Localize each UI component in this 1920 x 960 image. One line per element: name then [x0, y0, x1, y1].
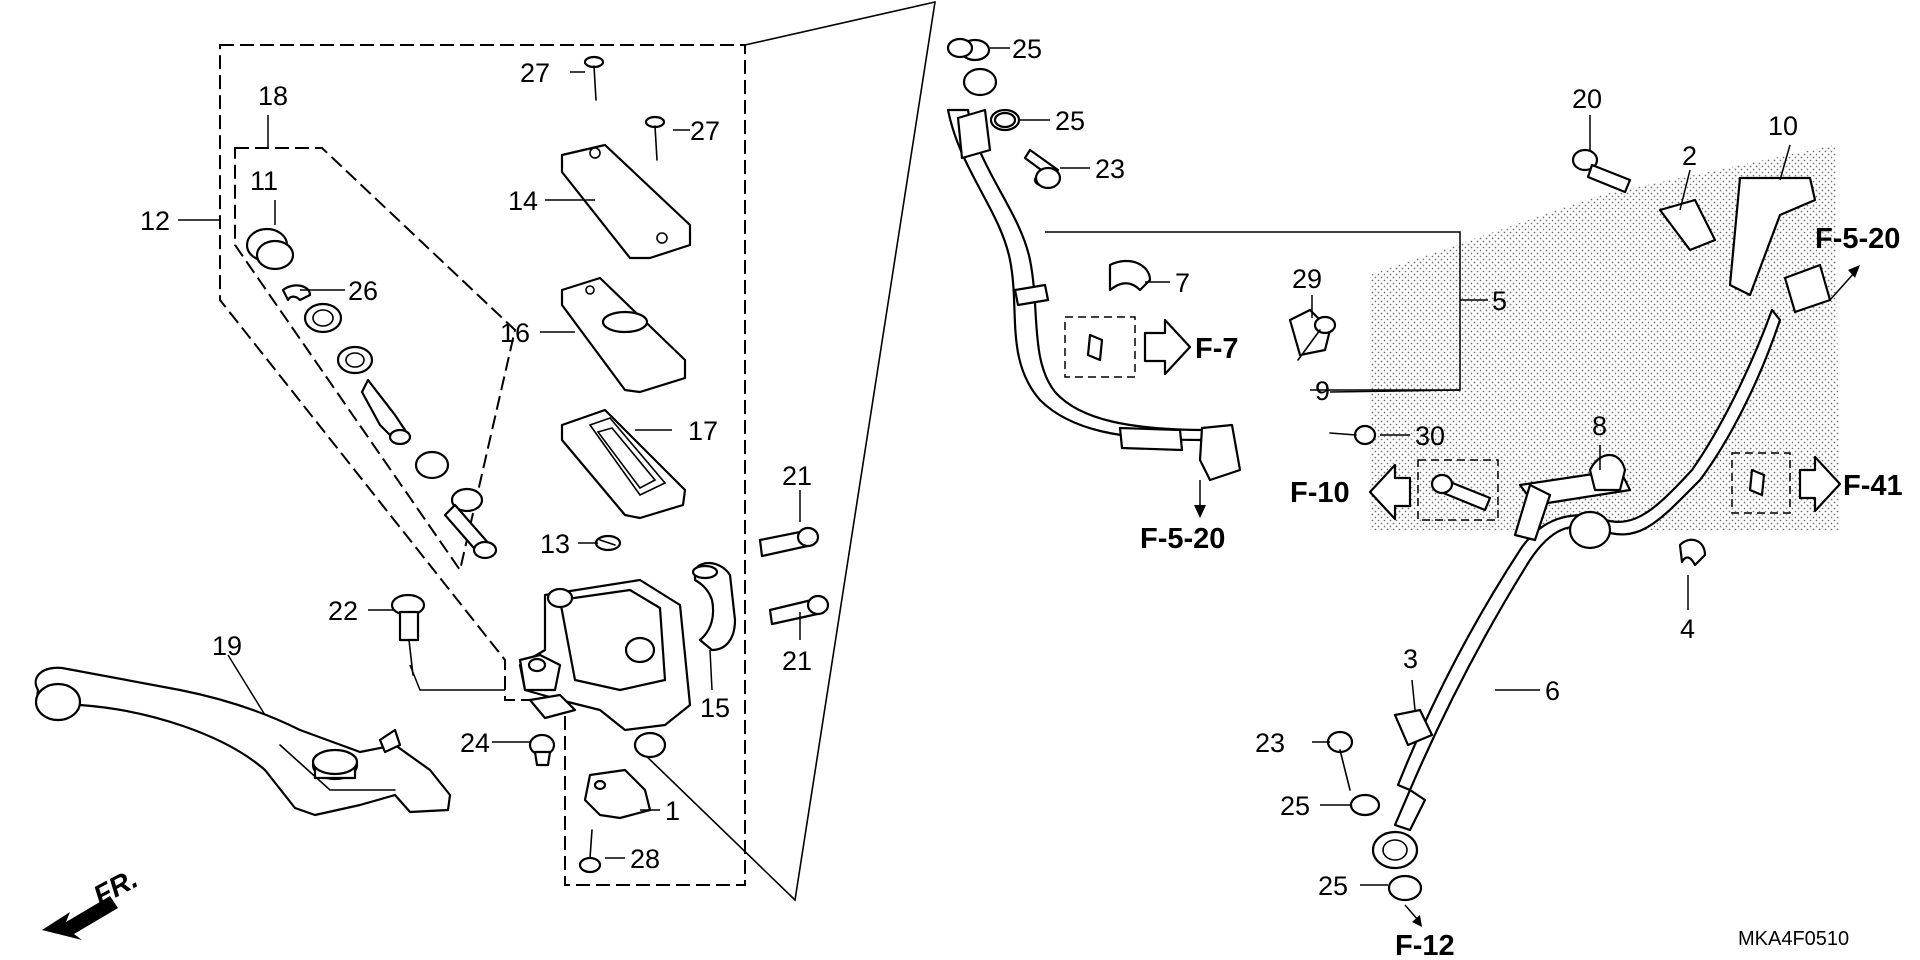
callout-30: 30	[1415, 421, 1445, 451]
clamp-holder	[691, 562, 737, 652]
reservoir-cap	[560, 143, 692, 260]
callout-6: 6	[1545, 676, 1560, 706]
callout-10: 10	[1768, 111, 1798, 141]
ref-f5-20-bottom: F-5-20	[1140, 523, 1225, 555]
callout-23: 23	[1255, 728, 1285, 758]
front-arrow-icon	[42, 896, 118, 940]
callout-25: 25	[1012, 34, 1042, 64]
hollow-arrow-icon	[1798, 455, 1842, 513]
callout-17: 17	[688, 416, 718, 446]
callout-8: 8	[1592, 411, 1607, 441]
callout-11: 11	[250, 166, 278, 196]
callout-13: 13	[540, 529, 570, 559]
callout-4: 4	[1680, 614, 1695, 644]
callout-21: 21	[782, 646, 812, 676]
callout-7: 7	[1175, 268, 1190, 298]
brake-hose-lower	[1371, 308, 1782, 870]
reference-labels: F-7 F-10 F-41 F-12 F-5-20 F-5-20	[1140, 223, 1903, 960]
callout-15: 15	[700, 693, 730, 723]
callout-25: 25	[1055, 106, 1085, 136]
callout-9: 9	[1315, 376, 1330, 406]
ref-box-f41	[1731, 452, 1791, 514]
callout-22: 22	[328, 596, 358, 626]
callout-2: 2	[1682, 141, 1697, 171]
ref-f7: F-7	[1195, 333, 1239, 365]
callout-numbers: 27 27 14 16 17 13 15 18 11 26 12 19 22 2…	[140, 34, 1798, 901]
callout-19: 19	[212, 631, 242, 661]
callout-16: 16	[500, 318, 530, 348]
diaphragm-plate	[560, 276, 687, 394]
callout-20: 20	[1572, 84, 1602, 114]
fasteners-left	[390, 55, 830, 874]
brake-lever	[34, 666, 452, 817]
callout-3: 3	[1403, 644, 1418, 674]
callout-24: 24	[460, 728, 490, 758]
callout-23: 23	[1095, 154, 1125, 184]
callout-18: 18	[258, 81, 288, 111]
front-label: FR.	[88, 863, 142, 912]
callout-29: 29	[1292, 264, 1322, 294]
piston-kit-boundary	[234, 147, 517, 573]
callout-26: 26	[348, 276, 378, 306]
callout-12: 12	[140, 206, 170, 236]
diagram-code: MKA4F0510	[1738, 928, 1849, 950]
ref-f5-20-top: F-5-20	[1815, 223, 1900, 255]
ref-f10: F-10	[1290, 477, 1350, 509]
callout-21: 21	[782, 461, 812, 491]
callout-27: 27	[690, 116, 720, 146]
brackets	[1108, 176, 1832, 567]
callout-1: 1	[665, 796, 680, 826]
fasteners-right	[946, 37, 1632, 902]
brake-hose-upper	[946, 38, 1242, 482]
ref-box-f10	[1417, 459, 1499, 521]
master-cylinder-body	[518, 578, 692, 759]
callout-14: 14	[508, 186, 538, 216]
diaphragm	[560, 408, 687, 520]
ref-f41: F-41	[1843, 470, 1903, 502]
callout-28: 28	[630, 844, 660, 874]
callout-5: 5	[1492, 286, 1507, 316]
callout-25: 25	[1280, 791, 1310, 821]
hollow-arrow-icon	[1368, 463, 1412, 521]
callout-27: 27	[520, 58, 550, 88]
callout-25: 25	[1318, 871, 1348, 901]
ref-f12: F-12	[1395, 930, 1455, 960]
piston-kit	[245, 227, 498, 560]
leader-lines	[178, 47, 1791, 886]
hollow-arrow-icon	[1143, 318, 1192, 376]
